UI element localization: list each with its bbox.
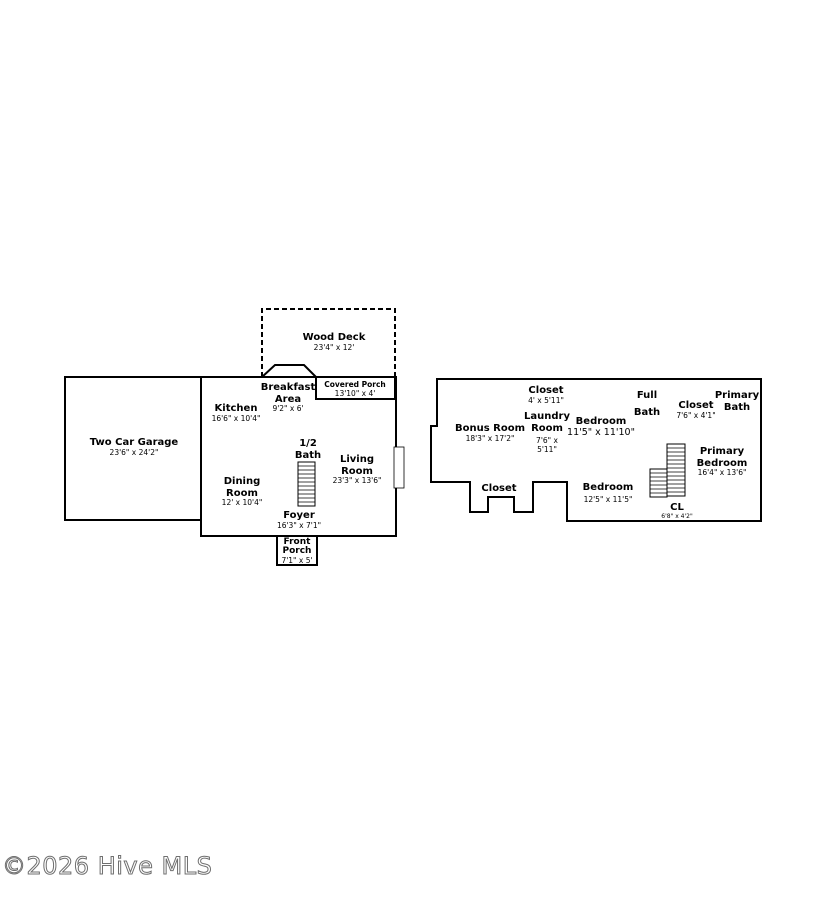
label-bedroom-b: Bedroom 12'5" x 11'5" [583,482,634,504]
label-covered-porch: Covered Porch 13'10" x 4' [324,380,386,398]
room-name: Wood Deck [302,332,366,343]
label-bonus-room: Bonus Room 18'3" x 17'2" [455,423,525,443]
room-dimensions: 7'6" x 4'1" [676,410,716,420]
room-name: Bedroom [582,482,634,493]
room-dimensions: 9'2" x 6' [272,404,304,413]
room-name: 1/2 [299,438,317,449]
room-dimensions: 23'3" x 13'6" [332,476,382,485]
label-breakfast-area: Breakfast Area 9'2" x 6' [261,382,316,414]
label-kitchen: Kitchen 16'6" x 10'4" [212,403,261,423]
room-name: Bath [294,449,322,461]
room-name: Covered Porch [324,380,386,389]
room-name: Dining [223,476,261,487]
watermark: ©2026 Hive MLS [1,852,213,881]
room-name: Living [339,454,375,465]
room-dimensions: 12' x 10'4" [221,498,263,507]
room-name: Room [341,465,373,477]
room-name: Room [531,422,563,434]
room-name: CL [670,502,684,513]
room-dimensions: 23'4" x 12' [313,342,355,352]
room-dimensions: 11'5" x 11'10" [567,426,635,438]
room-dimensions: 18'3" x 17'2" [465,433,515,443]
room-name: Two Car Garage [89,437,179,448]
room-name: Area [274,393,302,405]
room-dimensions: 7'1" x 5' [281,555,313,565]
stairs-second-floor-lower-treads [650,472,667,494]
room-name: Room [226,487,258,499]
stairs-second-floor-upper-treads [667,447,685,493]
room-dimensions: 16'3" x 7'1" [276,520,322,530]
label-dining-room: Dining Room 12' x 10'4" [222,476,263,508]
room-name: Bath [723,401,751,413]
room-name: Full [636,390,658,401]
breakfast-bay [261,364,317,378]
room-name: Primary [714,390,760,401]
room-name: Bath [633,406,661,418]
room-name: Closet [528,385,564,396]
label-wood-deck: Wood Deck 23'4" x 12' [303,332,366,352]
label-living-room: Living Room 23'3" x 13'6" [333,454,382,486]
room-name: Closet [481,483,517,494]
room-dimensions: 13'10" x 4' [334,388,376,398]
label-primary-bedroom: Primary Bedroom 16'4" x 13'6" [697,446,748,478]
label-front-porch: Front Porch 7'1" x 5' [281,537,313,566]
label-closet-bottom: Closet [481,483,516,495]
covered-porch-outline [315,376,396,400]
label-primary-bath: Primary Bath [715,390,759,413]
room-name: Bedroom [696,457,748,469]
room-name: Breakfast [260,382,316,393]
label-laundry-room: Laundry Room 7'6" x 5'11" [524,411,570,454]
label-closet-right: Closet 7'6" x 4'1" [676,400,715,420]
stairs-first-floor-treads [298,465,315,503]
room-dimensions: 7'6" x [536,436,558,445]
room-dimensions: 5'11" [537,444,557,454]
stairs-second-floor-lower [649,468,668,498]
room-name: Front [283,537,311,547]
room-name: Porch [282,546,312,557]
room-name: Kitchen [214,403,258,414]
wood-deck-outline [261,308,396,377]
label-garage: Two Car Garage 23'6" x 24'2" [90,437,178,457]
room-name: Laundry [524,411,570,422]
room-dimensions: 23'6" x 24'2" [109,447,159,457]
room-name: Primary [699,446,745,457]
room-dimensions: 16'4" x 13'6" [697,468,747,477]
label-cl: CL 6'8" x 4'2" [661,502,692,520]
label-bedroom-a: Bedroom 11'5" x 11'10" [567,416,635,438]
room-name: Closet [678,400,714,411]
room-name: Foyer [283,510,315,521]
room-dimensions: 16'6" x 10'4" [211,413,261,423]
room-name: Bedroom [575,416,627,427]
front-porch-outline [276,535,318,566]
room-dimensions: 4' x 5'11" [528,395,564,405]
label-full-bath: Full Bath [634,388,660,421]
label-foyer: Foyer 16'3" x 7'1" [277,510,321,530]
stairs-first-floor [297,461,316,507]
label-closet-top: Closet 4' x 5'11" [528,385,564,405]
label-half-bath: 1/2 Bath [295,438,321,461]
room-dimensions: 12'5" x 11'5" [583,494,633,504]
room-dimensions: 6'8" x 4'2" [661,512,693,520]
second-floor-outline [430,378,762,522]
room-name: Bonus Room [454,423,526,434]
living-window [393,446,405,489]
